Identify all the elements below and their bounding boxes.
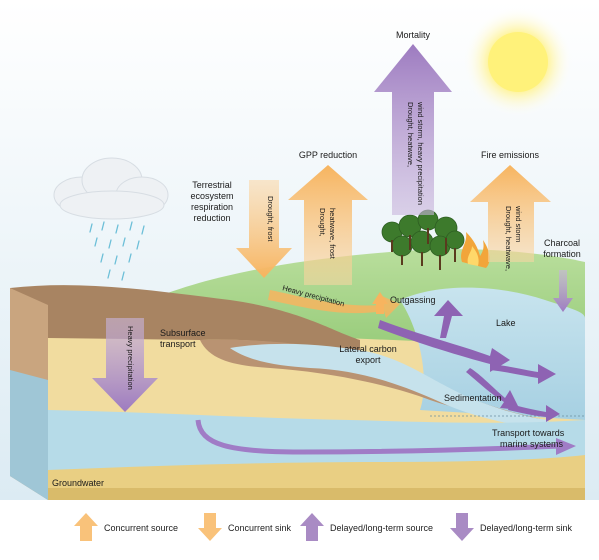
fire-emissions-source-arrow (470, 165, 551, 262)
legend-concurrent-sink-icon (198, 513, 222, 541)
fire-driver-text-1: Drought, heatwave, (504, 206, 513, 271)
groundwater-transport-arrowhead (556, 438, 576, 455)
gpp-driver-text-2: heatwave, frost (328, 208, 337, 260)
rain-icon (89, 221, 145, 281)
groundwater-transport-arrow (195, 419, 561, 455)
terrestrial-label-2: ecosystem (190, 191, 233, 201)
gpp-reduction-label: GPP reduction (299, 150, 357, 160)
soil-brown-top (10, 285, 360, 352)
legend: Concurrent source Concurrent sink Delaye… (74, 513, 573, 541)
subsurface-driver-text: Heavy precipitation (126, 326, 135, 390)
sedimentation-arrow-2 (508, 404, 560, 422)
gpp-driver-text-1: Drought, (318, 208, 327, 237)
lateral-label-2: export (355, 355, 381, 365)
mortality-driver-text-1: Drought, heatwave, (406, 102, 415, 167)
subsurface-label-1: Subsurface (160, 328, 206, 338)
lake-outgassing-source-arrow (434, 300, 463, 338)
mortality-source-arrow (374, 44, 452, 215)
fire-driver-text-2: wind storm (514, 205, 523, 242)
block-left-water (10, 370, 48, 500)
legend-delayed-sink-label: Delayed/long-term sink (480, 523, 573, 533)
fire-icon (461, 232, 490, 268)
terrestrial-label-1: Terrestrial (192, 180, 232, 190)
surface-runoff-arrow (268, 290, 400, 318)
charcoal-formation-sink-arrow (553, 270, 573, 312)
legend-delayed-sink-icon (450, 513, 474, 541)
lake-label: Lake (496, 318, 516, 328)
subsurface-precip-sink-arrow (92, 318, 158, 412)
mortality-driver-text-2: wind storm, heavy precipitation (416, 101, 425, 205)
sun-icon (488, 32, 548, 92)
groundwater-label: Groundwater (52, 478, 104, 488)
outgassing-label: Outgassing (390, 295, 436, 305)
mortality-label: Mortality (396, 30, 431, 40)
terrestrial-label-4: reduction (193, 213, 230, 223)
sedimentation-arrow (466, 368, 520, 410)
legend-concurrent-source-label: Concurrent source (104, 523, 178, 533)
legend-concurrent-source-icon (74, 513, 98, 541)
outgassing-source-arrow (372, 292, 388, 314)
lateral-label-1: Lateral carbon (339, 344, 397, 354)
cloud-icon (53, 157, 169, 220)
legend-delayed-source-icon (300, 513, 324, 541)
fire-emissions-label: Fire emissions (481, 150, 540, 160)
legend-delayed-source-label: Delayed/long-term source (330, 523, 433, 533)
subsurface-label-2: transport (160, 339, 196, 349)
transport-label-2: marine systems (500, 439, 564, 449)
respiration-reduction-sink-arrow (236, 180, 292, 278)
forest-icon (381, 209, 465, 270)
transport-label-1: Transport towards (492, 428, 565, 438)
legend-concurrent-sink-label: Concurrent sink (228, 523, 292, 533)
stream-water (230, 343, 548, 430)
lateral-export-arrow (378, 320, 510, 372)
charcoal-label-2: formation (543, 249, 581, 259)
charcoal-label-1: Charcoal (544, 238, 580, 248)
terrestrial-label-3: respiration (191, 202, 233, 212)
gpp-reduction-source-arrow (288, 165, 368, 285)
lateral-export-arrow-2 (490, 364, 556, 384)
sedimentation-label: Sedimentation (444, 393, 502, 403)
respiration-driver-text: Drought, frost (266, 196, 275, 242)
bedrock-bottom (48, 488, 585, 500)
